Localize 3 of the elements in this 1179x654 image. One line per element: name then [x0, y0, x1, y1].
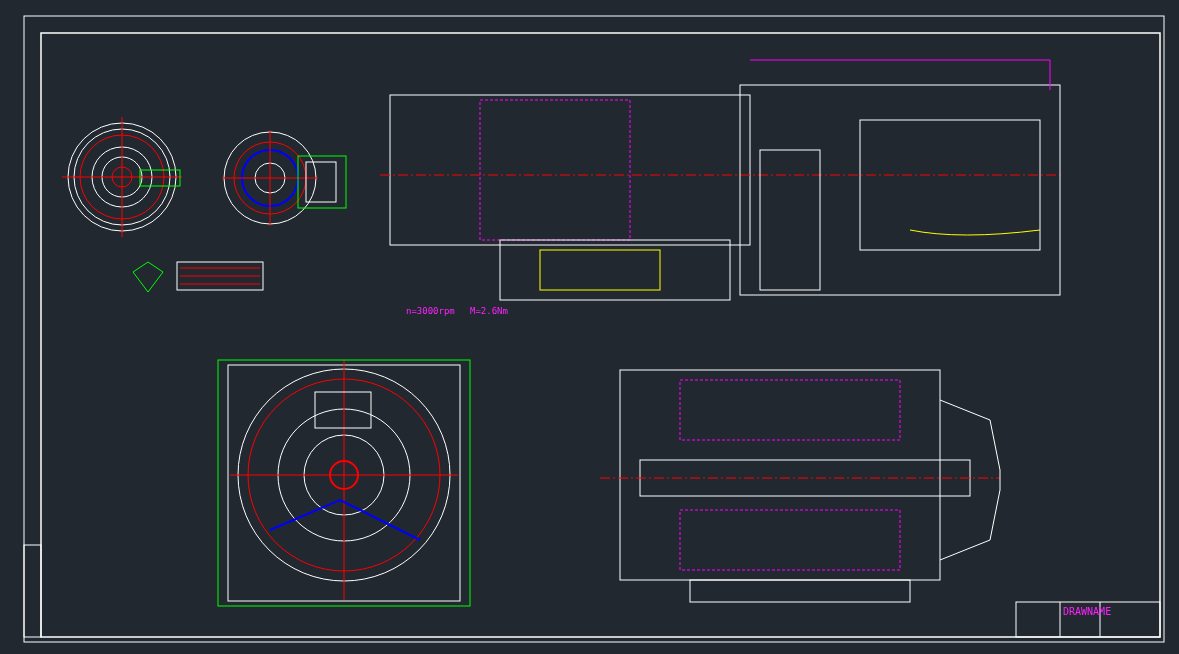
motor-spec-text: M=2.6Nm [470, 306, 508, 317]
drawing-name: DRAWNAME [1063, 606, 1112, 617]
motor-spec-text: n=3000rpm [406, 306, 455, 317]
